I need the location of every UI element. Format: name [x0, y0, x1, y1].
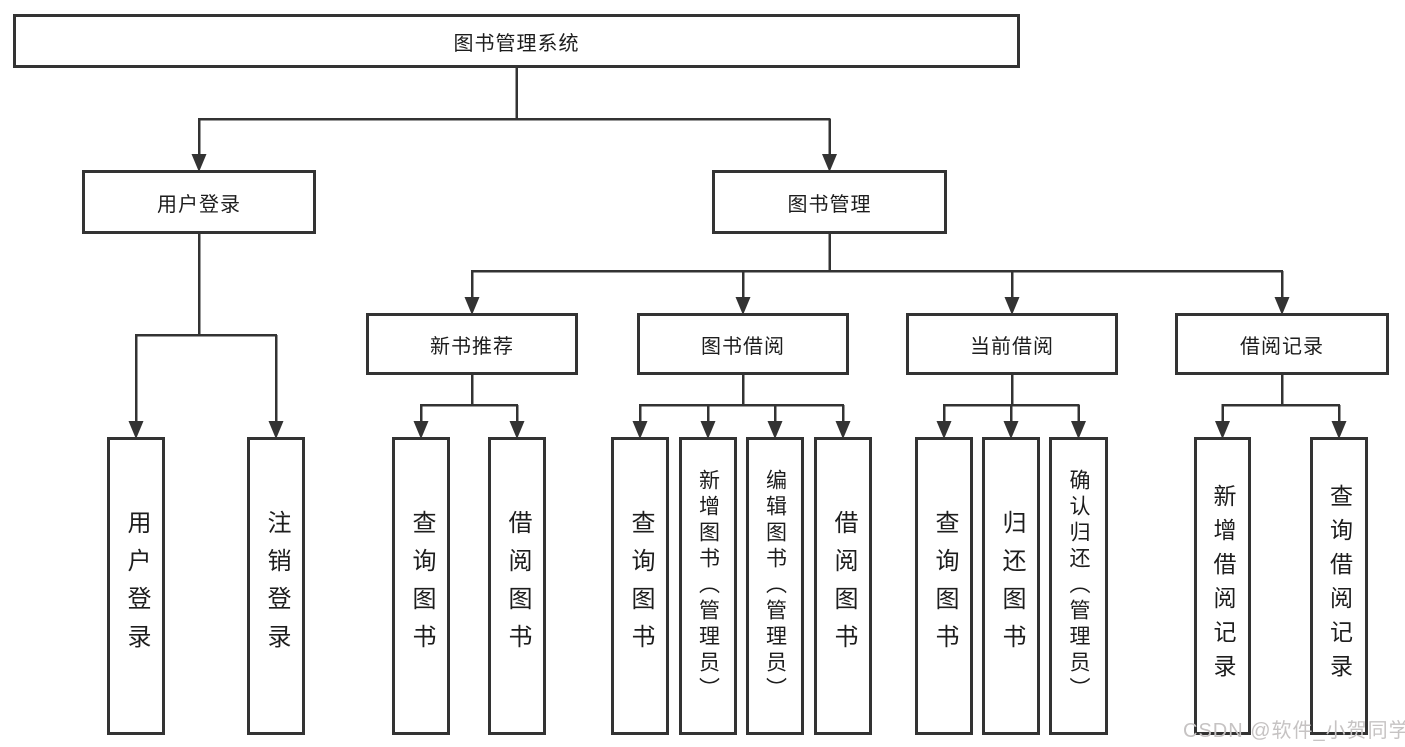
node-cb-confirm-return: 确认归还（管理员） [1049, 437, 1108, 735]
node-label: 图书管理系统 [453, 32, 580, 55]
node-book-borrow: 图书借阅 [637, 313, 849, 375]
node-label: 查询借阅记录 [1326, 484, 1353, 688]
node-label: 查询图书 [408, 510, 435, 662]
node-book-mgmt: 图书管理 [712, 170, 947, 234]
node-label: 借阅图书 [504, 510, 531, 662]
node-new-book-rec: 新书推荐 [366, 313, 578, 375]
node-br-query-record: 查询借阅记录 [1310, 437, 1368, 735]
node-label: 查询图书 [627, 510, 654, 662]
node-bb-borrow-books: 借阅图书 [814, 437, 872, 735]
node-cb-query-books: 查询图书 [915, 437, 973, 735]
node-label: 借阅图书 [830, 510, 857, 662]
node-cb-return-books: 归还图书 [982, 437, 1040, 735]
node-label: 确认归还（管理员） [1067, 469, 1090, 703]
node-label: 当前借阅 [970, 335, 1054, 358]
node-leaf-user-login: 用户登录 [107, 437, 165, 735]
node-label: 新增借阅记录 [1210, 484, 1236, 688]
node-label: 用户登录 [157, 193, 241, 216]
node-root: 图书管理系统 [13, 14, 1020, 68]
node-bb-edit-books: 编辑图书（管理员） [746, 437, 804, 735]
node-leaf-logout: 注销登录 [247, 437, 305, 735]
node-label: 借阅记录 [1240, 335, 1324, 358]
node-label: 新增图书（管理员） [696, 469, 720, 703]
node-label: 归还图书 [998, 510, 1025, 662]
node-current-borrow: 当前借阅 [906, 313, 1118, 375]
node-label: 注销登录 [263, 510, 290, 662]
node-br-add-record: 新增借阅记录 [1194, 437, 1251, 735]
watermark: CSDN @软件_小贺同学 [1183, 720, 1405, 742]
node-user-login: 用户登录 [82, 170, 316, 234]
node-label: 用户登录 [123, 510, 150, 662]
node-nb-borrow-books: 借阅图书 [488, 437, 546, 735]
node-nb-query-books: 查询图书 [392, 437, 450, 735]
node-label: 图书管理 [787, 193, 872, 216]
node-label: 图书借阅 [701, 335, 785, 358]
node-bb-query-books: 查询图书 [611, 437, 669, 735]
node-label: 查询图书 [931, 510, 958, 662]
node-label: 新书推荐 [430, 335, 514, 358]
node-bb-add-books: 新增图书（管理员） [679, 437, 737, 735]
node-borrow-records: 借阅记录 [1175, 313, 1389, 375]
node-label: 编辑图书（管理员） [763, 469, 787, 703]
